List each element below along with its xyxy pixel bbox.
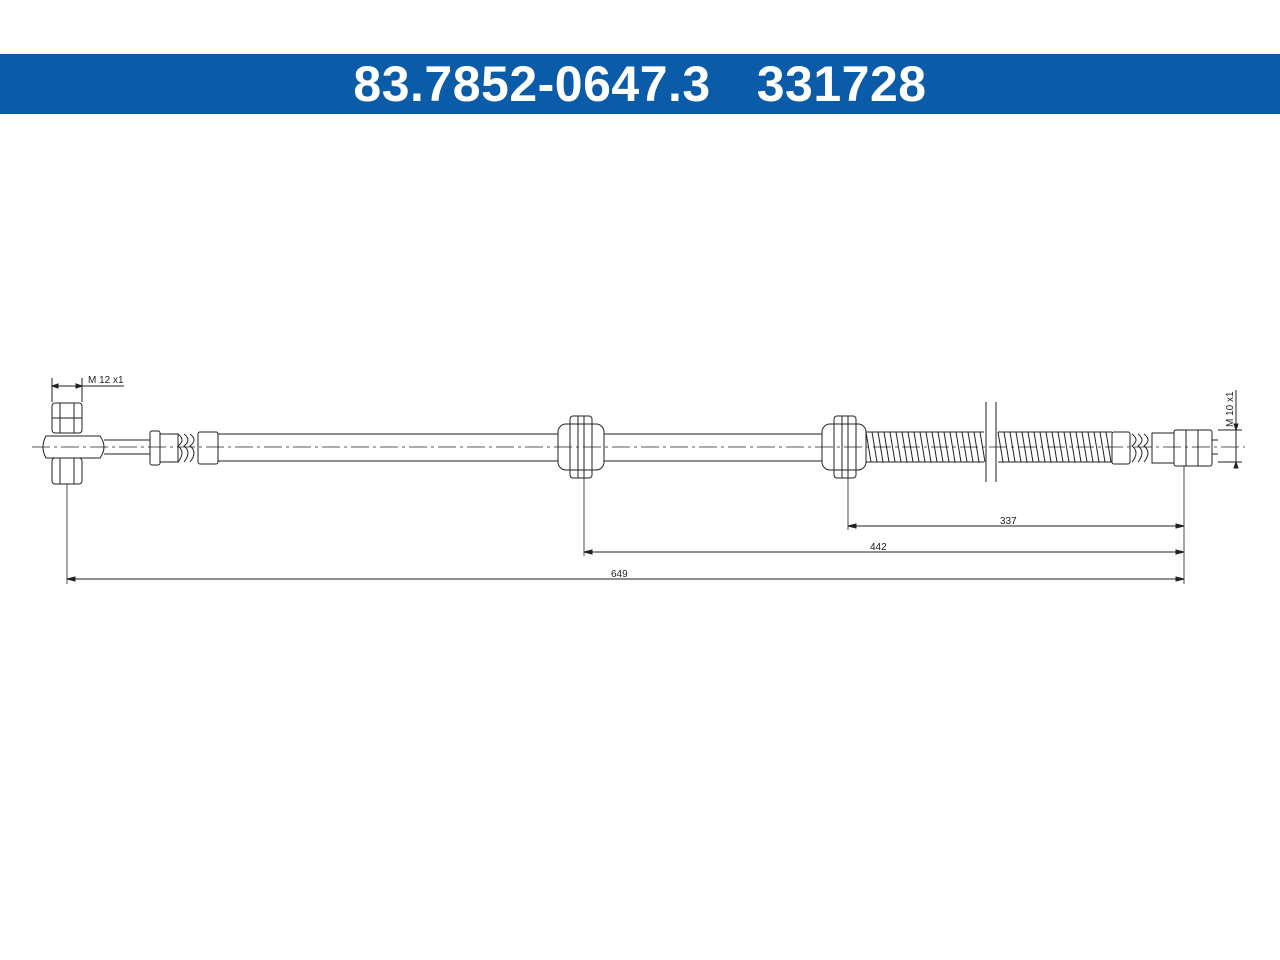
spring-coil — [1033, 431, 1040, 463]
spring-coil — [937, 431, 944, 463]
spring-coil — [1015, 431, 1022, 463]
reference-number: 331728 — [756, 56, 927, 112]
spring-coil — [955, 431, 962, 463]
dim-label-649: 649 — [611, 569, 628, 580]
spring-coil — [1099, 431, 1106, 463]
spring-coil — [919, 431, 926, 463]
dim-label-442: 442 — [870, 542, 887, 553]
spring-coil — [1045, 431, 1052, 463]
spring-coil — [961, 431, 968, 463]
header-banner: 83.7852-0647.3 331728 — [0, 54, 1280, 114]
spring-coil — [913, 431, 920, 463]
dim-line-442 — [583, 549, 1185, 555]
spring-guard — [865, 431, 1112, 463]
dim-line-337 — [847, 523, 1185, 529]
thread-dim-left — [50, 378, 124, 402]
left-crimp-fitting — [149, 430, 219, 466]
right-crimp-fitting — [1111, 429, 1218, 467]
spring-coil — [1069, 431, 1076, 463]
spring-coil — [967, 431, 974, 463]
thread-dim-right — [1218, 390, 1242, 469]
spring-coil — [979, 431, 986, 463]
spring-coil — [1009, 431, 1016, 463]
spring-coil — [877, 431, 884, 463]
spring-coil — [1081, 431, 1088, 463]
spring-coil — [1105, 431, 1112, 463]
spring-coil — [1027, 431, 1034, 463]
spring-coil — [949, 431, 956, 463]
spring-coil — [943, 431, 950, 463]
spring-coil — [1051, 431, 1058, 463]
extension-lines — [66, 466, 1185, 584]
thread-label-left: M 12 x1 — [88, 375, 124, 386]
spring-coil — [1057, 431, 1064, 463]
part-number: 83.7852-0647.3 — [353, 56, 711, 112]
break-symbol — [985, 402, 997, 482]
spring-coil — [1087, 431, 1094, 463]
middle-grommet — [557, 415, 605, 479]
spring-coil — [889, 431, 896, 463]
spring-coil — [901, 431, 908, 463]
spring-coil — [931, 431, 938, 463]
right-grommet — [821, 415, 867, 479]
spring-coil — [895, 431, 902, 463]
spring-coil — [865, 431, 872, 463]
spring-coil — [883, 431, 890, 463]
spring-coil — [1021, 431, 1028, 463]
dim-line-649 — [66, 576, 1185, 582]
left-banjo-fitting — [42, 402, 150, 485]
thread-label-right: M 10 x1 — [1225, 391, 1236, 427]
spring-coil — [1003, 431, 1010, 463]
hose-body — [218, 433, 822, 462]
spring-coil — [925, 431, 932, 463]
spring-coil — [1039, 431, 1046, 463]
spring-coil — [973, 431, 980, 463]
spring-coil — [997, 431, 1004, 463]
spring-coil — [1063, 431, 1070, 463]
spring-coil — [1075, 431, 1082, 463]
spring-coil — [907, 431, 914, 463]
spring-coil — [871, 431, 878, 463]
dim-label-337: 337 — [1000, 516, 1017, 527]
spring-coil — [1093, 431, 1100, 463]
